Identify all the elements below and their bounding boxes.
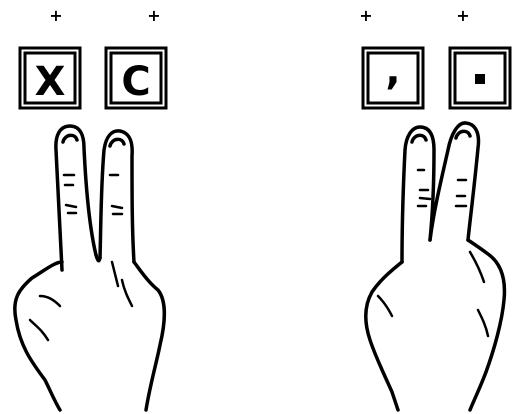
key-x: X — [20, 48, 80, 108]
plus-marker-c: + — [147, 6, 160, 25]
key-label-x: X — [35, 59, 66, 105]
left-hand-icon — [15, 126, 164, 410]
plus-marker-comma: + — [359, 6, 372, 25]
plus-marker-x: + — [49, 6, 62, 25]
key-period: . — [450, 48, 510, 108]
key-c: C — [106, 48, 166, 108]
key-label-comma: , — [385, 48, 400, 94]
plus-markers: + + + + — [49, 6, 469, 25]
right-hand-icon — [366, 123, 505, 410]
plus-marker-period: + — [456, 6, 469, 25]
key-label-c: C — [121, 59, 150, 105]
key-label-period — [475, 74, 485, 84]
key-comma: , — [363, 48, 423, 108]
